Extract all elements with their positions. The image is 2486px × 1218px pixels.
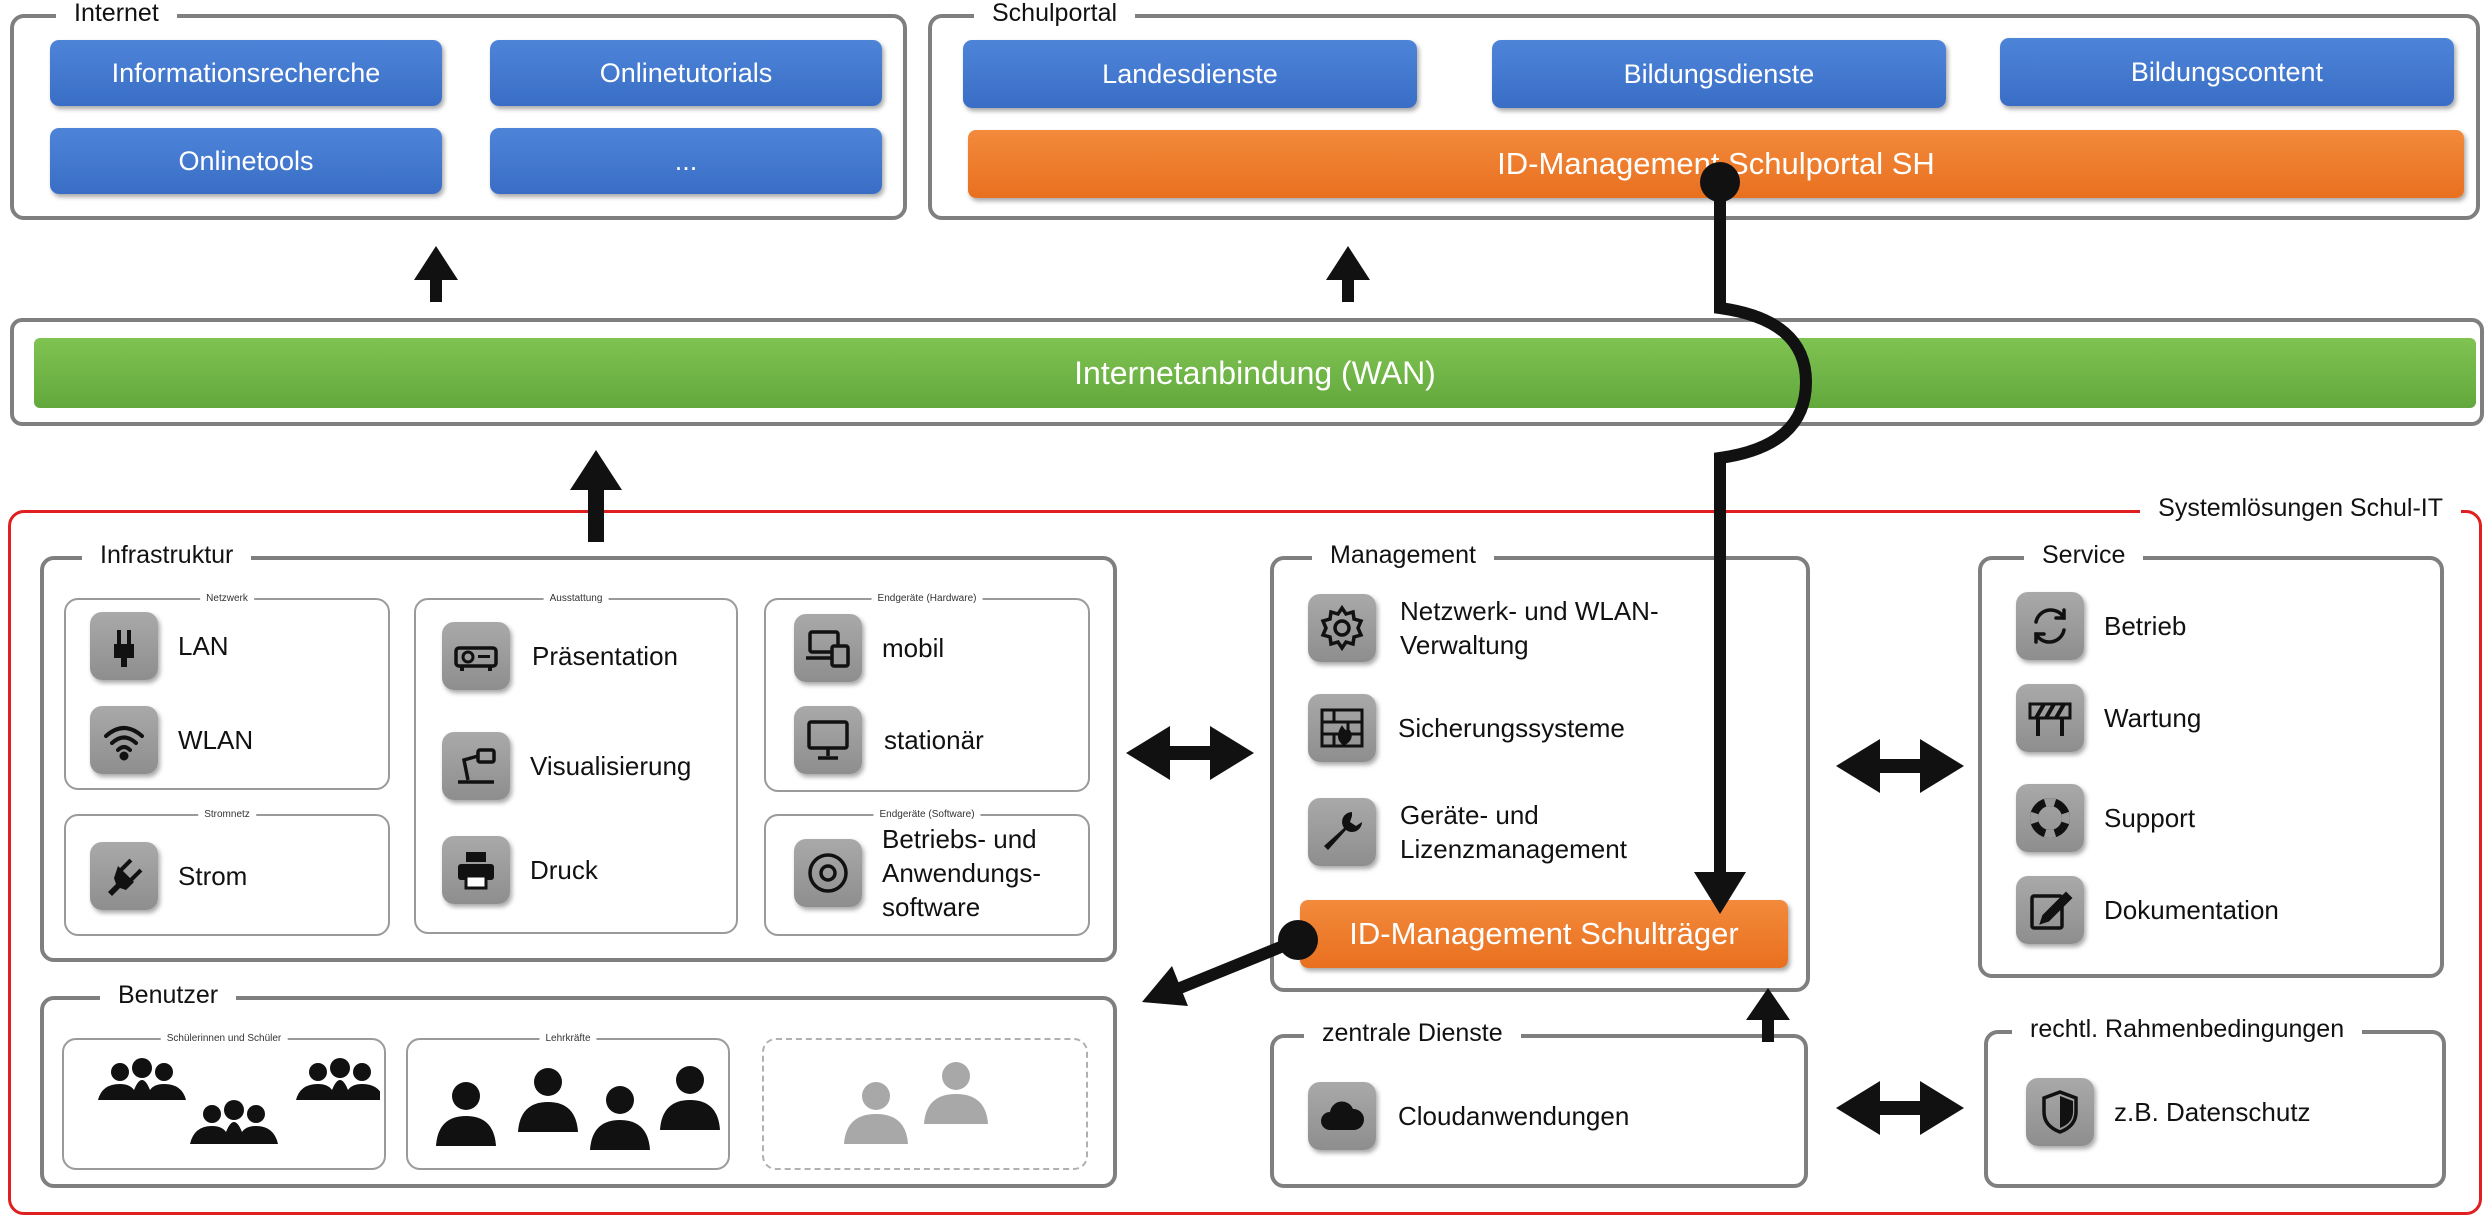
management-title: Management	[1312, 540, 1494, 570]
arrow-up-wan	[570, 450, 622, 542]
informationsrecherche-button[interactable]: Informationsrecherche	[50, 40, 442, 106]
systemloesungen-title: Systemlösungen Schul-IT	[2140, 493, 2461, 523]
id-connector	[1694, 162, 1813, 914]
cloudanwendungen-label: Cloudanwendungen	[1398, 1101, 1630, 1131]
barrier-icon	[2016, 684, 2084, 752]
software-title: Endgeräte (Software)	[873, 809, 981, 821]
geraete-lizenz-label: Geräte- und Lizenzmanagement	[1400, 800, 1627, 864]
cloudanwendungen-item: Cloudanwendungen	[1308, 1082, 1629, 1150]
benutzer-title: Benutzer	[100, 980, 237, 1010]
wan-bar[interactable]: Internetanbindung (WAN)	[34, 338, 2476, 408]
praesentation-item: Präsentation	[442, 622, 678, 690]
netzwerk-verwaltung-label: Netzwerk- und WLAN- Verwaltung	[1400, 596, 1659, 660]
id-management-schultraeger-bar[interactable]: ID-Management Schulträger	[1300, 900, 1788, 968]
praesentation-label: Präsentation	[532, 641, 678, 671]
schueler-box: Schülerinnen und Schüler	[62, 1033, 386, 1170]
document-camera-icon	[442, 732, 510, 800]
software-label: Betriebs- und Anwendungs- software	[882, 824, 1041, 922]
arrow-zentral-rahmen	[1836, 1081, 1964, 1135]
teachers-icon	[436, 1066, 720, 1150]
wrench-icon	[1308, 798, 1376, 866]
wartung-label: Wartung	[2104, 703, 2202, 733]
wartung-item: Wartung	[2016, 684, 2201, 752]
lan-label: LAN	[178, 631, 229, 661]
id-to-benutzer-arrow	[1142, 920, 1318, 1006]
refresh-icon	[2016, 592, 2084, 660]
schueler-title: Schülerinnen und Schüler	[160, 1033, 288, 1045]
sicherungssysteme-item: Sicherungssysteme	[1308, 694, 1625, 762]
bildungscontent-button[interactable]: Bildungscontent	[2000, 38, 2454, 106]
zentrale-dienste-title: zentrale Dienste	[1304, 1018, 1521, 1048]
mobil-item: mobil	[794, 614, 944, 682]
netzwerk-verwaltung-item: Netzwerk- und WLAN- Verwaltung	[1308, 594, 1700, 662]
arrow-up-management	[1746, 988, 1790, 1042]
lifebuoy-icon	[2016, 784, 2084, 852]
dokumentation-item: Dokumentation	[2016, 876, 2279, 944]
strom-title: Stromnetz	[198, 809, 256, 821]
lehrkraefte-title: Lehrkräfte	[539, 1033, 597, 1045]
strom-item: Strom	[90, 842, 247, 910]
edit-icon	[2016, 876, 2084, 944]
visualisierung-label: Visualisierung	[530, 751, 692, 781]
ausstattung-title: Ausstattung	[543, 593, 609, 605]
printer-icon	[442, 836, 510, 904]
lan-plug-icon	[90, 612, 158, 680]
gear-icon	[1308, 594, 1376, 662]
stationaer-label: stationär	[884, 725, 984, 755]
betrieb-item: Betrieb	[2016, 592, 2186, 660]
bildungsdienste-button[interactable]: Bildungsdienste	[1492, 40, 1946, 108]
stationaer-item: stationär	[794, 706, 984, 774]
arrow-up-internet	[414, 246, 458, 302]
monitor-icon	[794, 706, 862, 774]
geraete-lizenz-item: Geräte- und Lizenzmanagement	[1308, 798, 1680, 866]
users-icon	[98, 1058, 380, 1144]
betrieb-label: Betrieb	[2104, 611, 2187, 641]
druck-item: Druck	[442, 836, 598, 904]
internet-title: Internet	[56, 0, 177, 28]
onlinetools-button[interactable]: Onlinetools	[50, 128, 442, 194]
strom-label: Strom	[178, 861, 248, 891]
shield-icon	[2026, 1078, 2094, 1146]
arrow-infrastruktur-management	[1126, 726, 1254, 780]
landesdienste-button[interactable]: Landesdienste	[963, 40, 1417, 108]
wlan-label: WLAN	[178, 725, 254, 755]
visualisierung-item: Visualisierung	[442, 732, 691, 800]
datenschutz-label: z.B. Datenschutz	[2114, 1097, 2311, 1127]
datenschutz-item: z.B. Datenschutz	[2026, 1078, 2311, 1146]
schulportal-title: Schulportal	[974, 0, 1136, 28]
infrastruktur-title: Infrastruktur	[82, 540, 252, 570]
software-item: Betriebs- und Anwendungs- software	[794, 822, 1062, 924]
power-plug-icon	[90, 842, 158, 910]
netzwerk-title: Netzwerk	[200, 593, 254, 605]
hardware-title: Endgeräte (Hardware)	[871, 593, 983, 605]
more-button[interactable]: ...	[490, 128, 882, 194]
disc-icon	[794, 839, 862, 907]
druck-label: Druck	[530, 855, 598, 885]
cloud-icon	[1308, 1082, 1376, 1150]
projector-icon	[442, 622, 510, 690]
service-title: Service	[2024, 540, 2144, 570]
onlinetutorials-button[interactable]: Onlinetutorials	[490, 40, 882, 106]
lan-item: LAN	[90, 612, 229, 680]
dokumentation-label: Dokumentation	[2104, 895, 2279, 925]
laptop-icon	[794, 614, 862, 682]
rahmen-panel: rechtl. Rahmenbedingungen	[1984, 1014, 2446, 1188]
mobil-label: mobil	[882, 633, 945, 663]
arrow-up-schulportal	[1326, 246, 1370, 302]
wlan-item: WLAN	[90, 706, 253, 774]
arrow-management-service	[1836, 739, 1964, 793]
wifi-icon	[90, 706, 158, 774]
sicherungssysteme-label: Sicherungssysteme	[1398, 713, 1625, 743]
extra-user-box	[762, 1038, 1088, 1170]
rahmen-title: rechtl. Rahmenbedingungen	[2012, 1014, 2363, 1044]
support-item: Support	[2016, 784, 2195, 852]
firewall-icon	[1308, 694, 1376, 762]
user-group-icon	[844, 1062, 988, 1144]
systemloesungen-frame: Systemlösungen Schul-IT	[8, 493, 2482, 1215]
support-label: Support	[2104, 803, 2196, 833]
